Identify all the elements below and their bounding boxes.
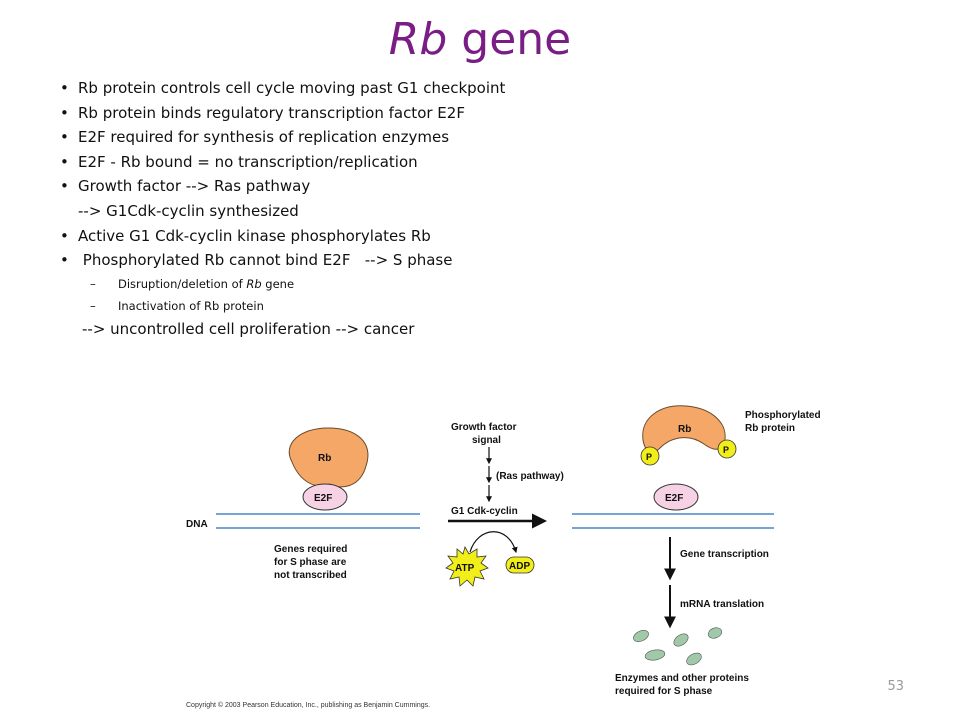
title-rest: gene (447, 14, 572, 65)
not-transcribed-line: Genes required (274, 544, 347, 555)
closing-line: --> uncontrolled cell proliferation --> … (82, 319, 415, 338)
growth-factor-line: Growth factor (451, 422, 517, 433)
e2f-shape (653, 483, 699, 511)
phosphate-label: P (723, 445, 729, 455)
phosphorylated-rb-line: Rb protein (745, 423, 795, 434)
enzymes-line: Enzymes and other proteins (615, 673, 749, 684)
enzyme-shape (673, 633, 689, 647)
enzyme-shape (644, 649, 666, 661)
not-transcribed-line: for S phase are (274, 557, 347, 568)
rb-label: Rb (318, 453, 331, 464)
bullet-continuation: --> G1Cdk-cyclin synthesized (78, 201, 299, 220)
bullet-item: Phosphorylated Rb cannot bind E2F --> S … (60, 248, 900, 273)
e2f-label: E2F (314, 493, 332, 504)
enzyme-shape (707, 627, 723, 639)
enzyme-shape (633, 630, 649, 642)
mrna-translation-label: mRNA translation (680, 599, 764, 610)
sub-bullet-italic: Rb (246, 276, 262, 291)
adp-shape (505, 556, 535, 574)
bullet-item: Growth factor --> Ras pathway (60, 174, 900, 199)
adp-label: ADP (509, 561, 530, 572)
g1-cdk-cyclin-label: G1 Cdk-cyclin (451, 506, 518, 517)
atp-label: ATP (455, 563, 475, 574)
dna-label: DNA (186, 519, 208, 530)
bullet-item: E2F required for synthesis of replicatio… (60, 125, 900, 150)
sub-bullet-text: gene (261, 276, 295, 291)
sub-bullet-item: Disruption/deletion of Rb gene (60, 273, 900, 295)
e2f-shape (302, 483, 348, 511)
bullet-item: Active G1 Cdk-cyclin kinase phosphorylat… (60, 224, 900, 249)
enzyme-shape (686, 652, 702, 666)
not-transcribed-line: not transcribed (274, 570, 347, 581)
rb-label: Rb (678, 424, 691, 435)
slide-title: Rb gene (0, 14, 960, 65)
phosphorylated-rb-line: Phosphorylated (745, 410, 821, 421)
sub-bullet-item: Inactivation of Rb protein (60, 295, 900, 317)
title-italic: Rb (388, 14, 448, 65)
phosphate-label: P (646, 452, 652, 462)
sub-bullet-text: Disruption/deletion of (118, 276, 247, 291)
bullet-item: Rb protein binds regulatory transcriptio… (60, 101, 900, 126)
phosphate-group-shape (640, 446, 660, 466)
bullet-item: E2F - Rb bound = no transcription/replic… (60, 150, 900, 175)
e2f-label: E2F (665, 493, 683, 504)
page-number: 53 (887, 679, 904, 694)
atp-conversion-arrow (469, 531, 518, 554)
atp-starburst-shape (445, 545, 489, 587)
phosphate-group-shape (717, 439, 737, 459)
growth-factor-line: signal (472, 435, 501, 446)
copyright-notice: Copyright © 2003 Pearson Education, Inc.… (186, 702, 431, 709)
bullet-list: Rb protein controls cell cycle moving pa… (60, 76, 900, 341)
ras-pathway-label: (Ras pathway) (496, 471, 564, 482)
enzymes-line: required for S phase (615, 686, 713, 697)
bullet-item: Rb protein controls cell cycle moving pa… (60, 76, 900, 101)
gene-transcription-label: Gene transcription (680, 549, 769, 560)
